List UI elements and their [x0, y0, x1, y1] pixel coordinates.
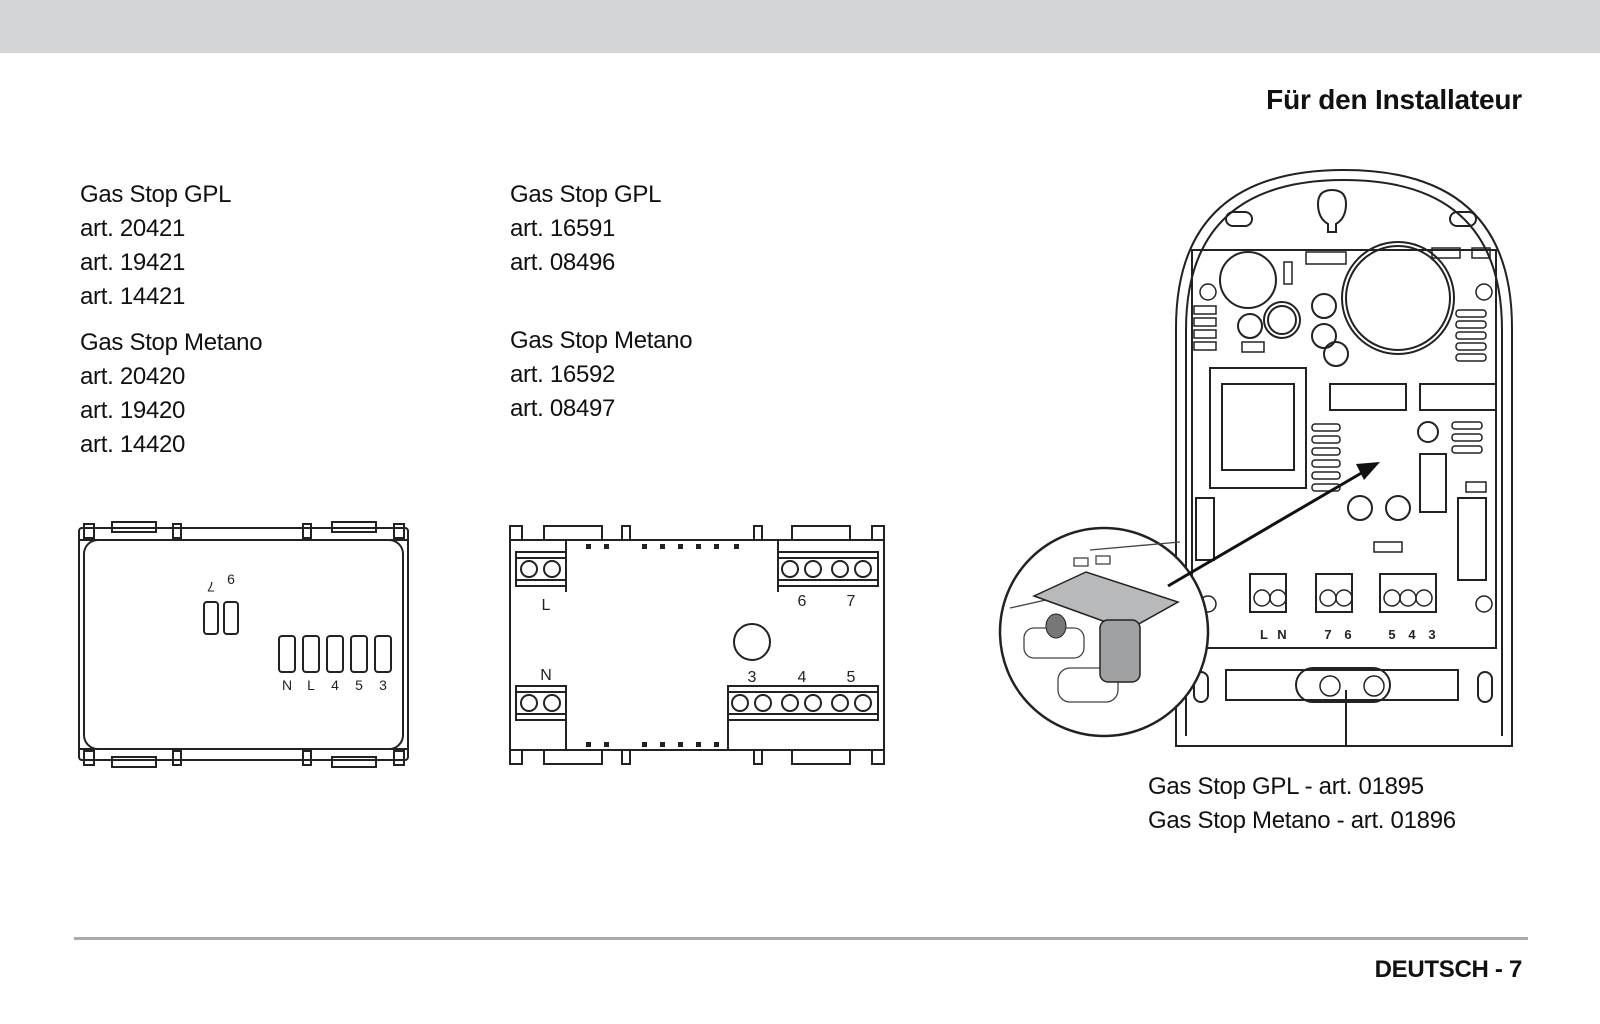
page-footer-label: DEUTSCH - 7	[1374, 956, 1523, 983]
article-number: art. 20420	[80, 363, 186, 390]
article-number: art. 19420	[80, 397, 186, 424]
terminal-label: 7	[207, 579, 215, 595]
wall-unit-diagram: L N 7 6 5 4 3	[998, 168, 1513, 747]
terminal-label: N	[1277, 627, 1286, 642]
group-title-metano: Gas Stop Metano	[80, 329, 263, 356]
group-title-gpl: Gas Stop GPL	[510, 181, 662, 208]
section-title: Für den Installateur	[1266, 84, 1522, 115]
column-2-article-list: Gas Stop GPL art. 16591 art. 08496 Gas S…	[510, 178, 693, 426]
detail-magnifier	[998, 526, 1210, 738]
terminal-label: 4	[1408, 627, 1416, 642]
terminal-label: N	[282, 677, 292, 693]
top-gray-band	[0, 0, 1600, 53]
terminal-label: 3	[748, 669, 757, 686]
terminal-label: 7	[1324, 627, 1331, 642]
article-number: art. 19421	[80, 249, 186, 276]
terminal-label: 3	[379, 677, 387, 693]
terminal-label: 7	[847, 593, 856, 610]
terminal-label: 5	[355, 677, 363, 693]
terminal-label: 4	[798, 669, 807, 686]
article-number: art. 16591	[510, 215, 616, 242]
article-number: art. 08497	[510, 395, 616, 422]
screw-terminal-blocks	[515, 551, 879, 721]
caption-line: Gas Stop GPL - art. 01895	[1148, 773, 1424, 800]
terminal-label: 5	[847, 669, 856, 686]
terminal-label: 5	[1388, 627, 1395, 642]
terminal-label: 6	[798, 593, 807, 610]
terminal-label: 3	[1428, 627, 1435, 642]
terminal-label: L	[542, 597, 551, 614]
terminal-label: N	[540, 667, 552, 684]
wall-unit-caption: Gas Stop GPL - art. 01895 Gas Stop Metan…	[1148, 770, 1456, 838]
caption-line: Gas Stop Metano - art. 01896	[1148, 807, 1456, 834]
terminal-label: L	[307, 677, 315, 693]
terminal-screws	[1199, 283, 1493, 697]
column-1-article-list: Gas Stop GPL art. 20421 art. 19421 art. …	[80, 178, 263, 462]
article-number: art. 20421	[80, 215, 186, 242]
footer-divider	[74, 937, 1528, 940]
module-diagram-din: L N 6 7 3 4 5	[509, 525, 885, 765]
article-number: art. 14420	[80, 431, 186, 458]
pcb-components	[1193, 247, 1491, 553]
terminal-label: 6	[1344, 627, 1351, 642]
article-number: art. 16592	[510, 361, 616, 388]
group-title-metano: Gas Stop Metano	[510, 327, 693, 354]
module-diagram-flush: 7 6 N L 4 5 3	[78, 521, 409, 768]
terminal-label: 4	[331, 677, 339, 693]
article-number: art. 14421	[80, 283, 186, 310]
terminal-label: 6	[227, 571, 235, 587]
terminal-slots	[203, 601, 392, 673]
group-title-gpl: Gas Stop GPL	[80, 181, 232, 208]
article-number: art. 08496	[510, 249, 616, 276]
terminal-label: L	[1260, 627, 1268, 642]
